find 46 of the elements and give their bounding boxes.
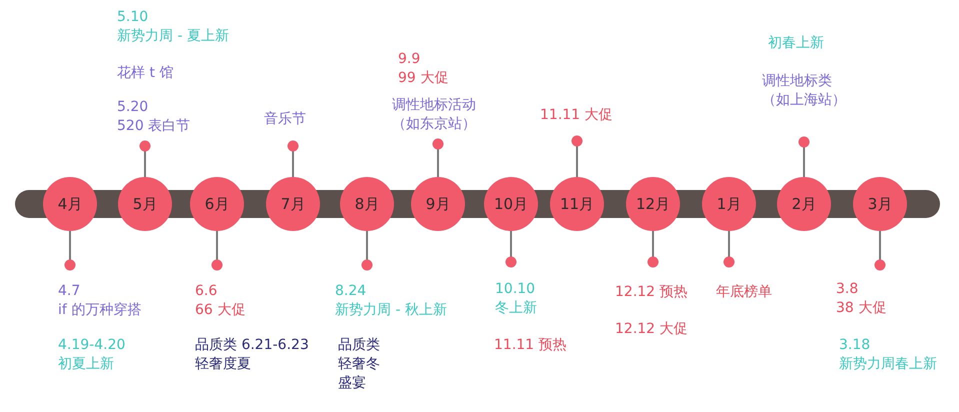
event-label: 年底榜单 [716, 283, 772, 302]
event-label: 花样 t 馆 [117, 64, 174, 83]
month-label: 8月 [354, 194, 380, 214]
event-label: 11.11 大促 [540, 106, 613, 125]
event-label: 4.7 if 的万种穿搭 [58, 282, 142, 320]
month-circle [411, 177, 465, 231]
month-circle [340, 177, 394, 231]
month-circle [43, 177, 97, 231]
event-label: 音乐节 [264, 110, 306, 129]
event-label: 8.24 新势力周 - 秋上新 [335, 282, 447, 320]
event-label: 初春上新 [768, 34, 824, 53]
event-label: 品质类 6.21-6.23 轻奢度夏 [195, 336, 309, 374]
month-circle [853, 177, 907, 231]
month-circle [702, 177, 756, 231]
month-label: 5月 [132, 194, 158, 214]
event-label: 11.11 预热 [494, 336, 567, 355]
month-circle [118, 177, 172, 231]
month-label: 2月 [792, 194, 816, 214]
month-circle [777, 177, 831, 231]
month-circle [190, 177, 244, 231]
event-label: 调性地标活动（如东京站） [392, 96, 477, 134]
event-label: 3.18 新势力周春上新 [839, 336, 937, 374]
event-label: 4.19-4.20 初夏上新 [58, 336, 126, 374]
event-label: 10.10 冬上新 [495, 280, 537, 318]
event-label: 5.20 520 表白节 [117, 98, 190, 136]
month-circle [266, 177, 320, 231]
event-label: 5.10 新势力周 - 夏上新 [117, 8, 229, 46]
month-label: 1月 [716, 194, 742, 214]
month-label: 3月 [868, 194, 892, 214]
event-label: 6.6 66 大促 [195, 282, 246, 320]
month-label: 12月 [636, 194, 670, 214]
event-label: 12.12 预热 [615, 283, 688, 302]
month-label: 6月 [204, 194, 230, 214]
event-label: 品质类轻奢冬盛宴 [338, 336, 381, 393]
month-label: 7月 [280, 194, 306, 214]
month-label: 9月 [426, 194, 450, 214]
month-label: 11月 [560, 194, 594, 214]
event-label: 调性地标类（如上海站） [762, 72, 847, 110]
event-label: 9.9 99 大促 [398, 50, 448, 88]
month-label: 10月 [494, 194, 528, 214]
month-label: 4月 [58, 194, 82, 214]
event-label: 3.8 38 大促 [836, 280, 886, 318]
month-circle [550, 177, 604, 231]
month-circle [484, 177, 538, 231]
month-circle [626, 177, 680, 231]
event-label: 12.12 大促 [615, 320, 688, 339]
